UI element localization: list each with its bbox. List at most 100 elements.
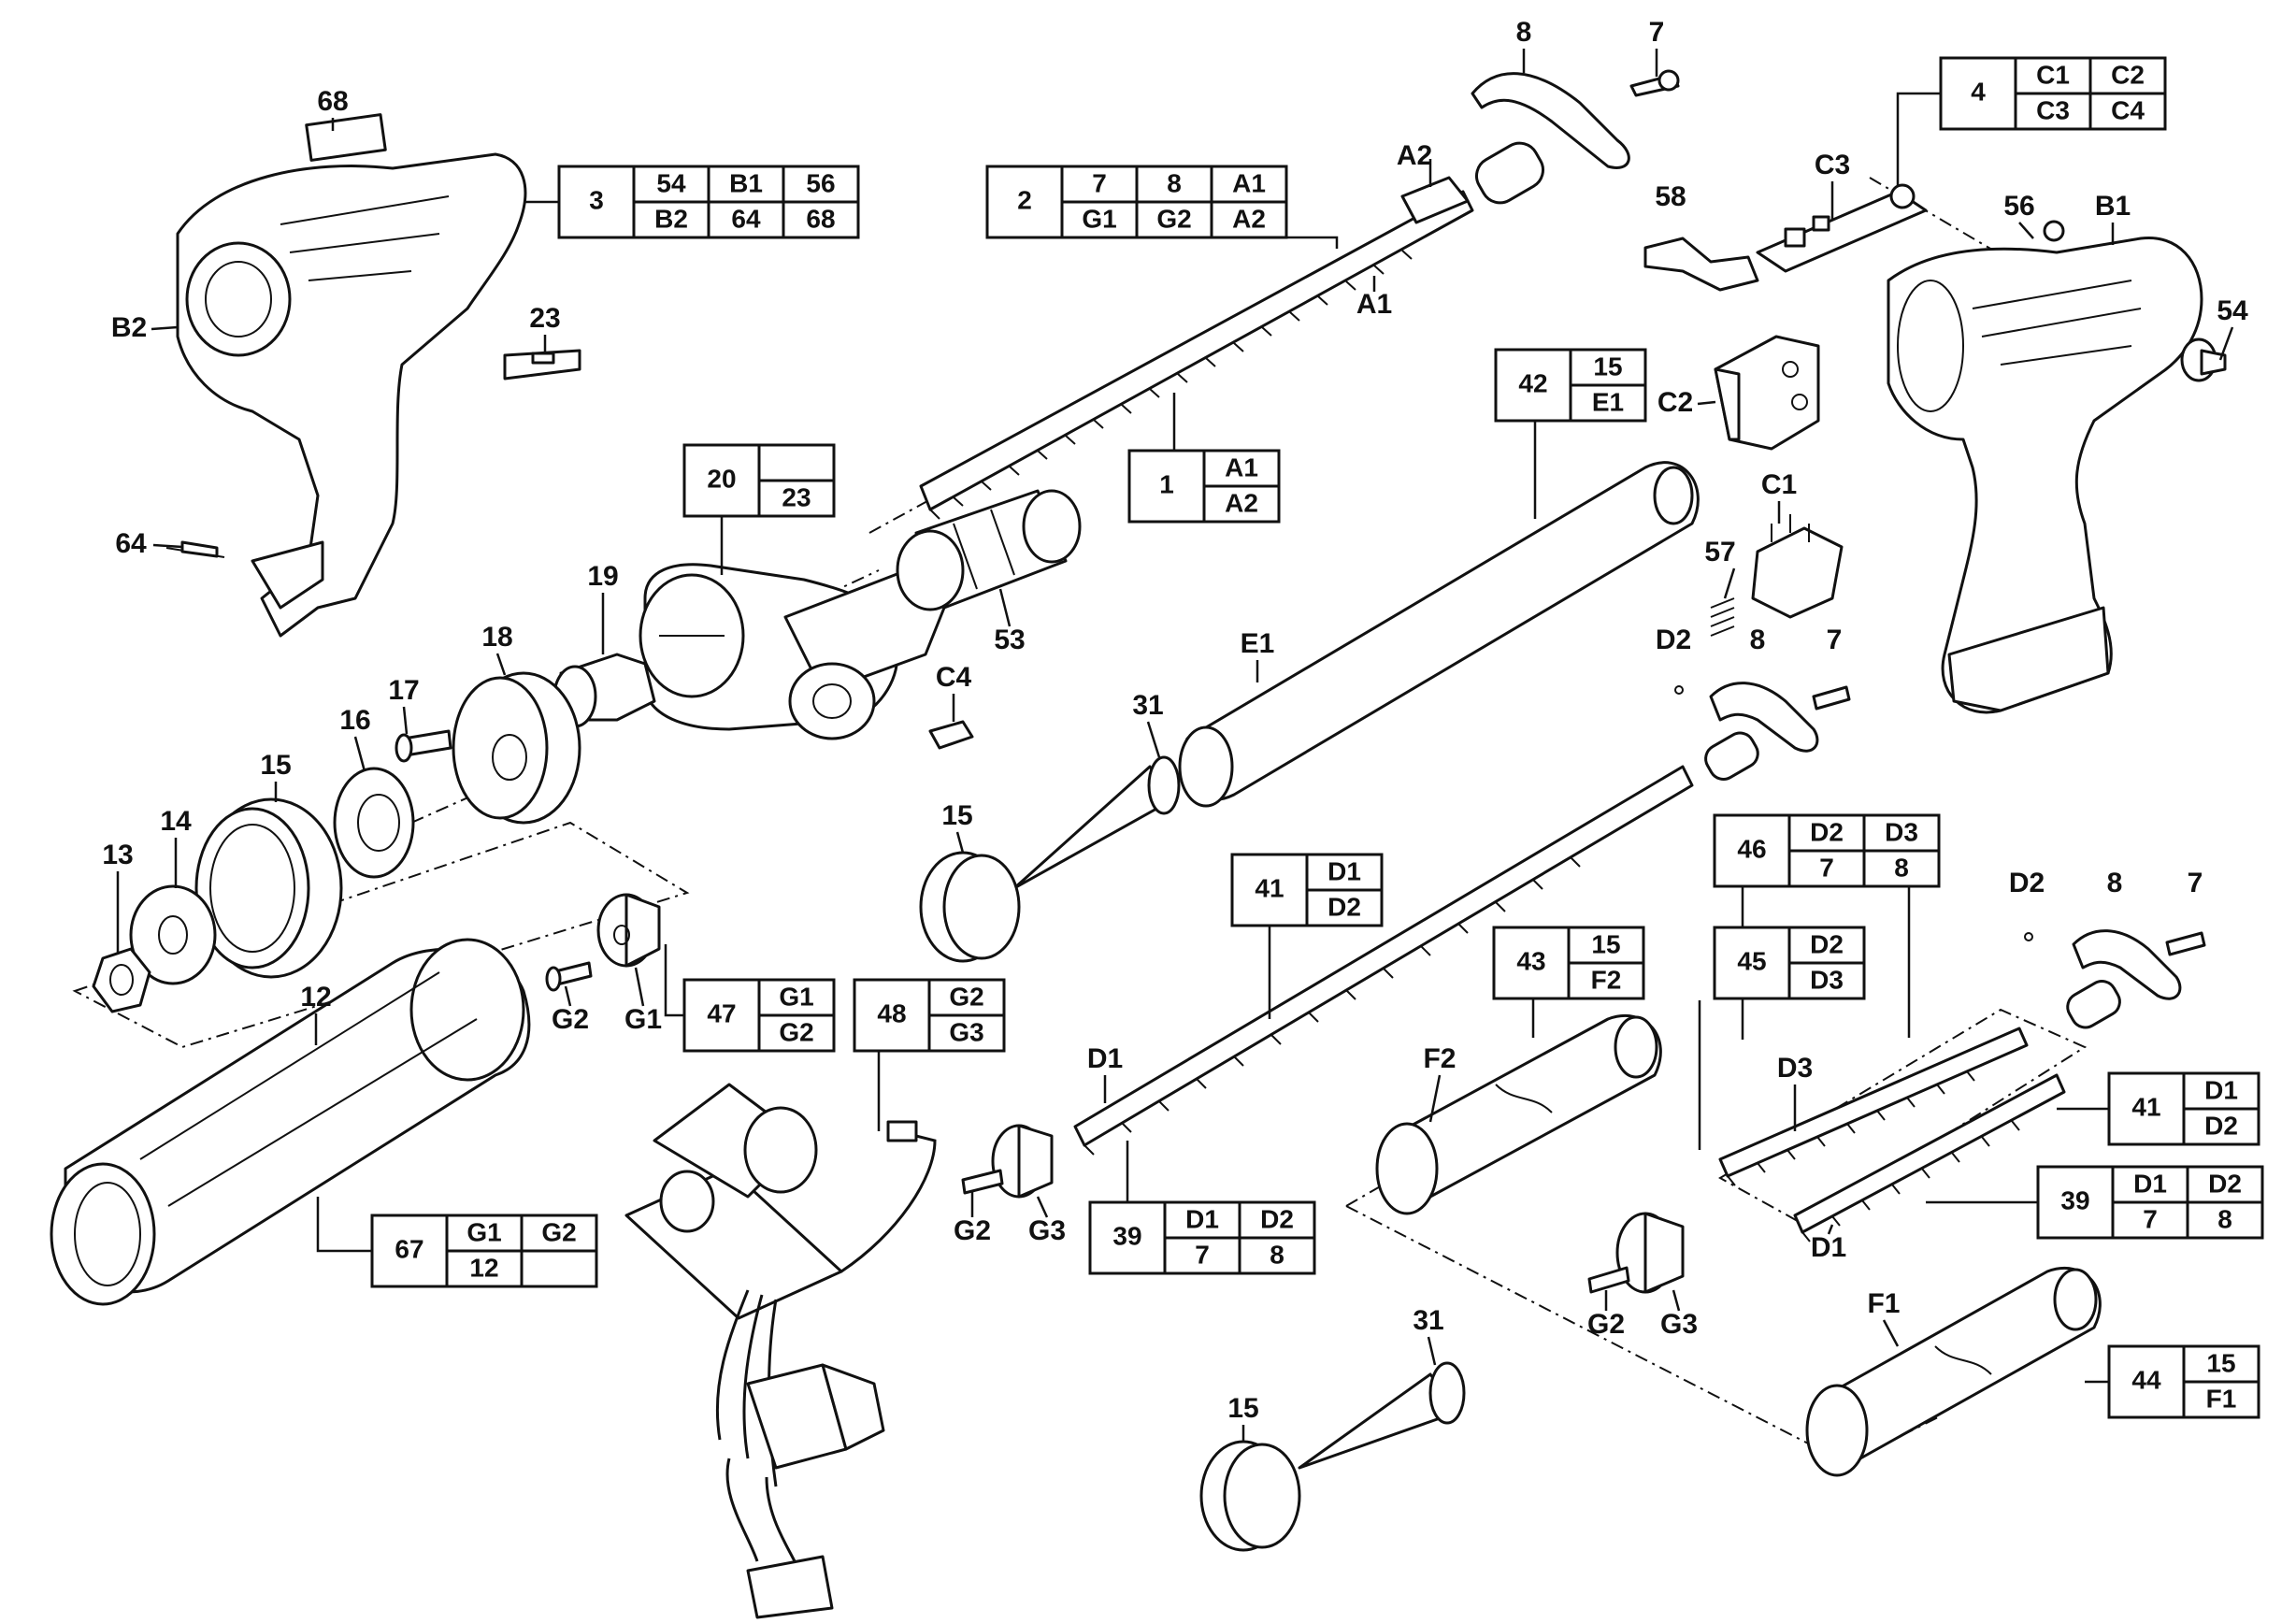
ring-nut-15-bottom [1199, 1440, 1301, 1552]
switch-c2 [1714, 335, 1820, 451]
ref-table-key: 43 [1516, 946, 1545, 975]
tube-f1 [1805, 1266, 2102, 1477]
callout-cG2b: G2 [954, 1215, 991, 1246]
ref-table-key: 39 [1112, 1221, 1141, 1250]
ref-table-cell: G2 [779, 1017, 813, 1046]
ref-table-cell: 54 [656, 168, 686, 197]
ref-table-cell: 7 [1195, 1240, 1210, 1269]
ref-table-cell: C4 [2111, 95, 2145, 124]
leader-lines [116, 49, 2234, 1442]
ref-table-cell: D1 [2133, 1169, 2167, 1198]
screw-g2-left [545, 961, 593, 992]
ref-table-cell: 15 [1591, 929, 1620, 958]
screw-g2-right [1587, 1266, 1630, 1294]
callout-cA2: A2 [1397, 140, 1432, 171]
callout-cG2a: G2 [552, 1004, 589, 1035]
callout-cG3b: G3 [1660, 1309, 1698, 1340]
pcb-c3 [1756, 183, 1928, 273]
callout-c8a: 8 [1516, 17, 1532, 48]
ref-table-cell: F2 [1591, 965, 1622, 994]
motor-wiring-assembly [624, 1083, 937, 1619]
ref-table-cell: D2 [1327, 892, 1361, 921]
callout-c16: 16 [339, 705, 370, 736]
ref-table-cell: D3 [1810, 965, 1844, 994]
callout-c15c: 15 [1227, 1393, 1258, 1424]
ref-table-cell: C2 [2111, 60, 2145, 89]
ref-table-cell: D3 [1885, 817, 1918, 846]
ref-table-key: 41 [1255, 873, 1284, 902]
ref-table-cell: D2 [2208, 1169, 2242, 1198]
ref-table-cell: 56 [806, 168, 835, 197]
ref-table-cell: G1 [466, 1217, 501, 1246]
ref-table-cell: G1 [1082, 204, 1116, 233]
callout-c12: 12 [300, 982, 331, 1013]
ref-table-cell: C1 [2036, 60, 2070, 89]
ref-table-cell: 12 [469, 1253, 498, 1282]
ref-table-cell: 23 [782, 482, 811, 511]
ref-table-key: 39 [2060, 1185, 2089, 1214]
ref-table-cell: G3 [949, 1017, 983, 1046]
callout-c53: 53 [994, 625, 1025, 655]
callout-cC4: C4 [936, 662, 972, 693]
ref-table-cell: A1 [1232, 168, 1266, 197]
callout-c15a: 15 [260, 750, 291, 781]
ref-table-cell: A1 [1225, 452, 1258, 481]
callout-c68: 68 [317, 86, 348, 117]
ref-table-key: 3 [589, 185, 604, 214]
ref-table-cell: 7 [2143, 1204, 2158, 1233]
ref-table-cell: D1 [1327, 856, 1361, 885]
callout-c57: 57 [1704, 537, 1735, 567]
ref-table-cell: C3 [2036, 95, 2070, 124]
tube-f2 [1375, 1013, 1662, 1215]
callout-cB1: B1 [2095, 191, 2131, 222]
motor-53 [896, 489, 1082, 611]
ref-table-cell: D2 [1260, 1204, 1294, 1233]
callout-cD1b: D1 [1811, 1232, 1846, 1263]
callout-c18: 18 [481, 622, 512, 653]
callout-c15b: 15 [941, 800, 972, 831]
callout-c7b: 7 [1827, 625, 1843, 655]
ref-table-cell: G2 [949, 982, 983, 1011]
ref-table-cell: D2 [1810, 929, 1844, 958]
callout-cD3: D3 [1777, 1053, 1813, 1084]
end-cap-g3-mid [991, 1124, 1054, 1199]
callout-c13: 13 [102, 840, 133, 870]
clip-58 [1643, 237, 1759, 292]
nozzle-31-bottom [1298, 1361, 1466, 1470]
ref-table-cell: G1 [779, 982, 813, 1011]
callout-c7c: 7 [2188, 868, 2203, 898]
handle-8-mid [1704, 682, 1851, 781]
callout-cG1: G1 [624, 1004, 662, 1035]
spring-57 [1710, 597, 1735, 637]
ref-table-cell: D1 [2204, 1075, 2238, 1104]
callout-cF1: F1 [1867, 1288, 1900, 1319]
callout-cD2b: D2 [2009, 868, 2045, 898]
callout-c56: 56 [2003, 191, 2034, 222]
rack-d3-right [1718, 1027, 2029, 1186]
rack-d1-right [1793, 1073, 2066, 1242]
ref-table-cell: 7 [1092, 168, 1107, 197]
ref-table-cell: D2 [2204, 1111, 2238, 1140]
ref-table-cell: 15 [2206, 1348, 2235, 1377]
callout-c8b: 8 [1750, 625, 1766, 655]
callout-c64: 64 [115, 528, 147, 559]
callout-c7a: 7 [1649, 17, 1665, 48]
ref-table-cell: G2 [541, 1217, 576, 1246]
cap-18 [452, 671, 581, 825]
ref-table-cell: E1 [1592, 387, 1624, 416]
piston-g1-left [596, 893, 661, 968]
screw-g2-mid [961, 1169, 1004, 1195]
callout-cG2c: G2 [1587, 1309, 1625, 1340]
